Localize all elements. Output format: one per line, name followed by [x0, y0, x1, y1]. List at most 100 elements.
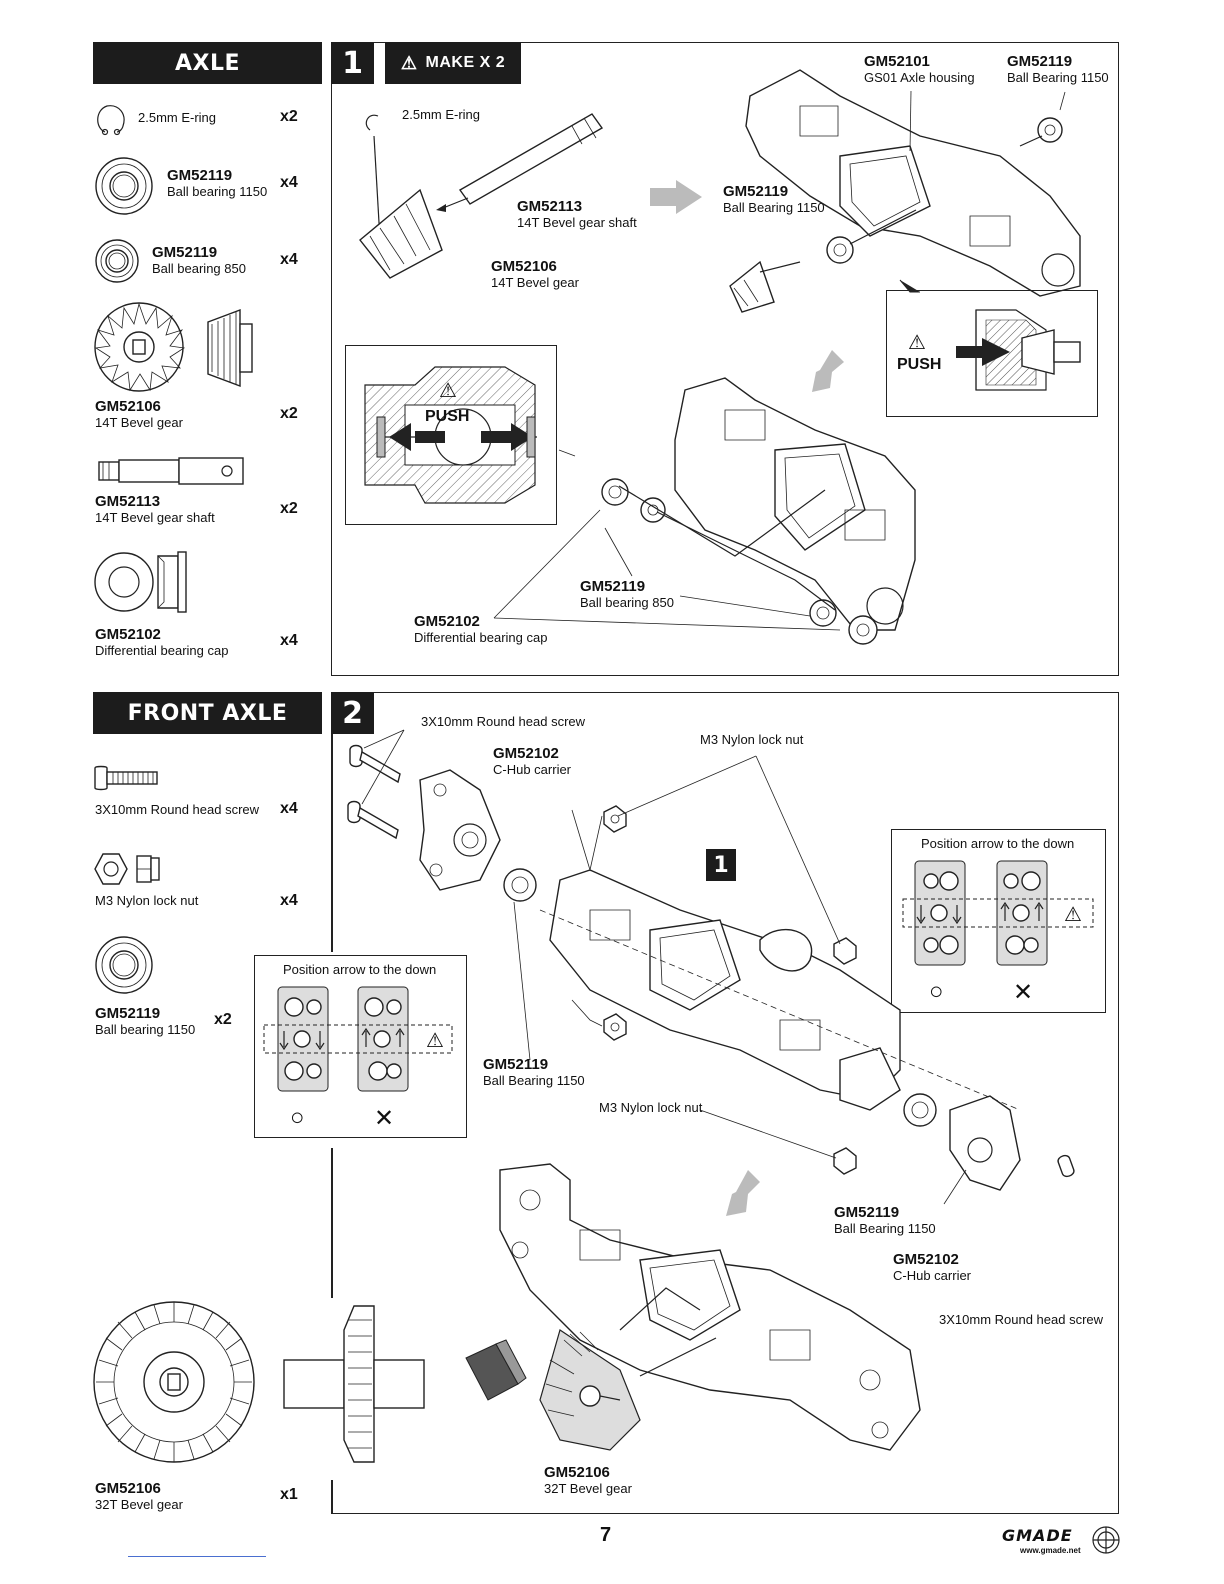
callout-code: GM52119: [723, 183, 789, 200]
callout-chub-right: GM52102 C-Hub carrier: [893, 1251, 971, 1283]
ok-mark-left: ○: [290, 1104, 305, 1131]
step2-frame: [331, 692, 1119, 1514]
step2-frame-left-bottom: [331, 1480, 333, 1514]
part-ering-qty: x2: [280, 108, 298, 125]
part-name: Ball bearing 1150: [167, 184, 268, 199]
callout-chub: GM52102 C-Hub carrier: [493, 745, 571, 777]
brand-url: www.gmade.net: [1020, 1546, 1081, 1555]
callout-bearing-top: GM52119 Ball Bearing 1150: [1007, 53, 1109, 85]
part-code: GM52106: [95, 398, 161, 415]
callout-code: GM52106: [491, 258, 557, 275]
callout-code: GM52102: [493, 745, 559, 762]
front-axle-final-drawing: [499, 1163, 921, 1451]
part-cap: GM52102 Differential bearing cap: [95, 626, 228, 658]
part-nut-qty: x4: [280, 892, 298, 909]
ball-bearing-850-icon: [95, 239, 139, 283]
callout-name: 14T Bevel gear shaft: [517, 215, 637, 230]
position-note-left: Position arrow to the down: [283, 962, 437, 977]
callout-code: GM52119: [580, 578, 646, 595]
ball-bearing-1150-icon-2: [95, 936, 153, 994]
callout-bearing-left: GM52119 Ball Bearing 1150: [483, 1056, 585, 1088]
callout-gear32: GM52106 32T Bevel gear: [544, 1464, 632, 1496]
part-name: Differential bearing cap: [95, 643, 229, 658]
step2-number: 2: [331, 692, 374, 734]
part-code: GM52119: [167, 167, 233, 184]
callout-shaft: GM52113 14T Bevel gear shaft: [517, 198, 637, 230]
position-note-right: Position arrow to the down: [921, 836, 1075, 851]
axle-housing-bottom-drawing: [558, 377, 916, 645]
part-bb1150-qty: x4: [280, 174, 298, 191]
callout-name: Ball Bearing 1150: [483, 1073, 585, 1088]
e-ring-icon: [97, 105, 125, 136]
position-detail-left-drawing: [263, 986, 453, 1092]
part-shaft: GM52113 14T Bevel gear shaft: [95, 493, 215, 525]
part-code: GM52119: [95, 1005, 161, 1022]
step1-number: 1: [331, 42, 374, 84]
ref-step-badge: 1: [706, 849, 736, 881]
callout-name: Ball Bearing 1150: [723, 200, 825, 215]
part-ering-name: 2.5mm E-ring: [138, 110, 217, 125]
callout-name: 32T Bevel gear: [544, 1481, 632, 1496]
warning-icon: ⚠: [400, 52, 418, 73]
axle-housing-top-drawing: [729, 69, 1081, 313]
push-warning-icon: ⚠: [908, 332, 926, 354]
part-bb850: GM52119 Ball bearing 850: [152, 244, 246, 276]
part-screw-qty: x4: [280, 800, 298, 817]
part-code: GM52113: [95, 493, 161, 510]
part-name: 14T Bevel gear: [95, 415, 183, 430]
step1-leader-lines: [493, 509, 841, 631]
callout-code: GM52113: [517, 198, 583, 215]
callout-screw-bottom: 3X10mm Round head screw: [939, 1312, 1104, 1327]
nylon-lock-nut-icon: [94, 853, 160, 885]
part-nut-name: M3 Nylon lock nut: [95, 893, 199, 908]
callout-name: Differential bearing cap: [414, 630, 548, 645]
part-screw-name: 3X10mm Round head screw: [95, 802, 260, 817]
push-detail-box-left: [345, 345, 557, 525]
part-gear32: GM52106 32T Bevel gear: [95, 1480, 183, 1512]
callout-screw-top: 3X10mm Round head screw: [421, 714, 586, 729]
callout-code: GM52119: [483, 1056, 549, 1073]
callout-housing: GM52101 GS01 Axle housing: [864, 53, 975, 85]
push-label-left: PUSH: [425, 408, 470, 425]
brand-logo: GMADE www.gmade.net: [990, 1524, 1122, 1560]
section-title-front-axle: FRONT AXLE: [93, 692, 322, 734]
part-cap-qty: x4: [280, 632, 298, 649]
callout-name: C-Hub carrier: [493, 762, 572, 777]
down-arrow-icon-2: [726, 1170, 760, 1216]
callout-bearing-mid: GM52119 Ball Bearing 1150: [723, 183, 825, 215]
part-name: Ball bearing 1150: [95, 1022, 196, 1037]
position-detail-right-drawing: [902, 860, 1094, 966]
next-arrow-icon: [650, 180, 702, 214]
make-x2-badge: ⚠ MAKE X 2: [385, 42, 521, 84]
callout-code: GM52101: [864, 53, 930, 70]
callout-name: Ball bearing 850: [580, 595, 674, 610]
callout-cap: GM52102 Differential bearing cap: [414, 613, 547, 645]
brand-name: GMADE: [1002, 1526, 1073, 1545]
part-bb1150-2: GM52119 Ball bearing 1150: [95, 1005, 195, 1037]
step2-frame-left-mid: [331, 1148, 333, 1298]
section-title-axle: AXLE: [93, 42, 322, 84]
callout-name: Ball Bearing 1150: [1007, 70, 1109, 85]
callout-nut-top: M3 Nylon lock nut: [700, 732, 804, 747]
part-shaft-qty: x2: [280, 500, 298, 517]
callout-code: GM52102: [414, 613, 480, 630]
brand-gear-icon: [1092, 1526, 1120, 1554]
part-bb850-qty: x4: [280, 251, 298, 268]
ok-mark-right: ○: [929, 978, 944, 1005]
callout-name: C-Hub carrier: [893, 1268, 972, 1283]
position-detail-box-right: [891, 829, 1106, 1013]
callout-name: 14T Bevel gear: [491, 275, 579, 290]
part-code: GM52119: [152, 244, 218, 261]
bevel-gear-14t-icon: [94, 302, 253, 392]
step1-frame: [331, 42, 1119, 676]
callout-nut-bottom: M3 Nylon lock nut: [599, 1100, 703, 1115]
callout-ering: 2.5mm E-ring: [402, 107, 481, 122]
callout-code: GM52119: [1007, 53, 1073, 70]
callout-bearing850: GM52119 Ball bearing 850: [580, 578, 674, 610]
bevel-gear-shaft-icon: [98, 457, 244, 485]
step1-gear-assembly-drawing: [359, 113, 604, 279]
round-head-screw-icon: [94, 765, 158, 791]
ng-mark-left: ✕: [374, 1105, 395, 1132]
callout-bearing-right: GM52119 Ball Bearing 1150: [834, 1204, 936, 1236]
ball-bearing-1150-icon: [95, 157, 153, 215]
